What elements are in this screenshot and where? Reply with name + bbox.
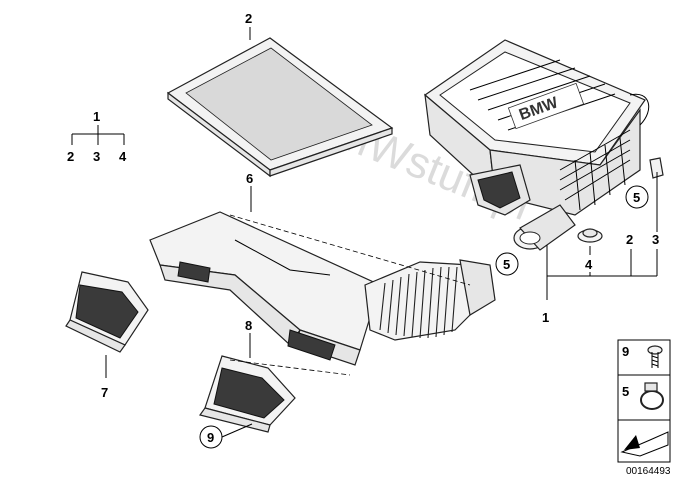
air-scoop-bottom (198, 355, 296, 433)
air-filter-element (166, 37, 394, 178)
callout-4-left: 4 (119, 149, 127, 164)
callout-circle-9: 9 (199, 425, 223, 449)
callout-4-right: 4 (585, 257, 593, 272)
callout-3-right: 3 (652, 232, 659, 247)
svg-text:5: 5 (633, 190, 640, 205)
callout-circle-5-mid: 5 (495, 252, 519, 276)
air-scoop-left (65, 271, 149, 353)
callout-1-left: 1 (93, 109, 100, 124)
hose-clamp-icon (640, 382, 664, 410)
bracket-part (649, 157, 664, 179)
callout-7: 7 (101, 385, 108, 400)
callout-8: 8 (245, 318, 252, 333)
document-number: 00164493 (626, 466, 671, 477)
callout-2-right: 2 (626, 232, 633, 247)
dashed-line (229, 214, 471, 286)
part-tree-right: 3 2 4 1 (542, 172, 659, 325)
dashed-line (229, 359, 351, 376)
callout-circle-5-right: 5 (625, 185, 649, 209)
air-filter-housing: BMW (424, 39, 650, 251)
callout-6: 6 (246, 171, 253, 186)
screw-icon (647, 345, 663, 368)
svg-text:9: 9 (207, 430, 214, 445)
legend-item-9: 9 (622, 344, 629, 359)
hardware-legend: 9 5 (617, 339, 671, 463)
rubber-grommet (577, 228, 603, 243)
intake-duct (149, 211, 496, 366)
part-tree-left: 1 2 3 4 (67, 109, 127, 164)
callout-3-left: 3 (93, 149, 100, 164)
arrow-icon (620, 431, 669, 457)
callout-1-right: 1 (542, 310, 549, 325)
svg-text:5: 5 (503, 257, 510, 272)
callout-2-left: 2 (67, 149, 74, 164)
callout-2-top: 2 (245, 11, 252, 26)
leader-line (221, 423, 253, 438)
legend-item-5: 5 (622, 384, 629, 399)
